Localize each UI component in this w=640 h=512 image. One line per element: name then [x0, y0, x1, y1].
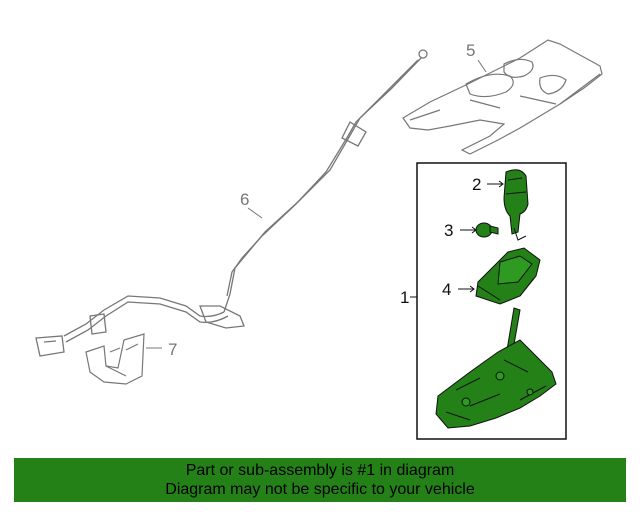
diagram-notice-banner: Part or sub-assembly is #1 in diagram Di… [14, 458, 626, 502]
notice-line-1: Part or sub-assembly is #1 in diagram [185, 462, 455, 479]
shift-bezel-part[interactable] [475, 247, 541, 305]
callout-4: 4 [442, 280, 451, 299]
cable-bracket-part[interactable] [85, 333, 145, 385]
shift-cable-part[interactable] [35, 49, 428, 357]
shift-knob-part[interactable] [503, 169, 529, 241]
grey-leader-lines [146, 59, 487, 349]
callout-3: 3 [444, 221, 453, 240]
leader-lines [410, 180, 504, 298]
callout-5: 5 [466, 41, 475, 60]
callout-7: 7 [168, 340, 177, 359]
screw-part[interactable] [475, 222, 499, 238]
assembly-highlight-box [416, 162, 567, 440]
callout-6: 6 [240, 190, 249, 209]
callout-2: 2 [472, 175, 481, 194]
console-trim-panel-part[interactable] [402, 39, 603, 155]
notice-line-2: Diagram may not be specific to your vehi… [165, 481, 475, 498]
parts-diagram: 1 2 3 4 5 6 7 [35, 39, 603, 440]
callout-1: 1 [400, 288, 409, 307]
shifter-assembly-part[interactable] [435, 307, 557, 429]
